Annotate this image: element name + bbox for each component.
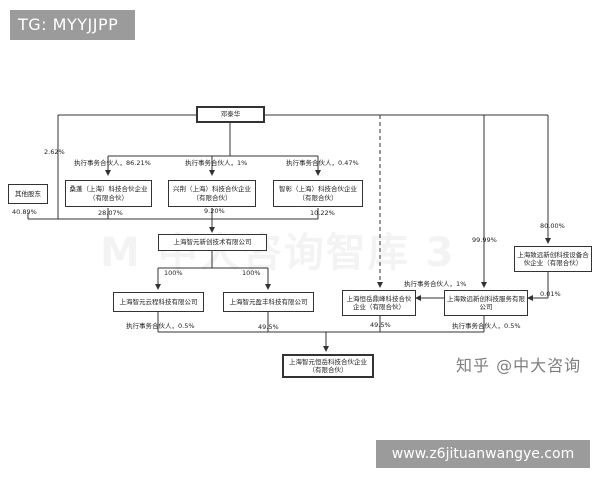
label-80-00: 80.00% bbox=[540, 222, 565, 230]
label-gp-hengyue: 执行事务合伙人，1% bbox=[404, 280, 467, 288]
node-hengyue: 上海恒岳鼎峰科技合伙企业（有限合伙） bbox=[342, 290, 416, 316]
label-gp-xingpeng: 执行事务合伙人，1% bbox=[185, 159, 248, 167]
node-zhiyan: 智彰（上海）科技合伙企业（有限合伙） bbox=[273, 180, 363, 207]
label-9-20: 9.20% bbox=[204, 207, 225, 215]
node-zhiyuan-svc: 上海致远新创科技服务有限公司 bbox=[444, 290, 528, 316]
top-tag-watermark: TG: MYYJJPP bbox=[10, 10, 135, 40]
label-10-22: 10.22% bbox=[310, 209, 335, 217]
node-zhiyuan-equip: 上海致远新创科技设备合伙企业（有限合伙） bbox=[514, 246, 592, 272]
url-watermark: www.z6jituanwangye.com bbox=[376, 440, 590, 468]
label-99-99: 99.99% bbox=[472, 236, 497, 244]
label-2-62: 2.62% bbox=[44, 148, 65, 156]
node-target: 上海智元恒岳科技合伙企业（有限合伙） bbox=[282, 354, 374, 378]
label-28-07: 28.07% bbox=[98, 209, 123, 217]
label-49-5-a: 49.5% bbox=[258, 323, 279, 331]
label-gp-svc: 执行事务合伙人，0.5% bbox=[452, 322, 521, 330]
node-sangpeng: 桑蓬（上海）科技合伙企业（有限合伙） bbox=[65, 180, 152, 207]
node-other-shareholders: 其他股东 bbox=[8, 184, 48, 204]
label-gp-yun: 执行事务合伙人，0.5% bbox=[126, 322, 195, 330]
zhihu-watermark: 知乎 @中大咨询 bbox=[456, 356, 582, 375]
label-40-89: 40.89% bbox=[12, 208, 37, 216]
label-100-b: 100% bbox=[242, 269, 261, 277]
node-zhiyuan-yun: 上海智元云程科技有限公司 bbox=[113, 292, 204, 312]
label-100-a: 100% bbox=[164, 269, 183, 277]
label-0-01: 0.01% bbox=[540, 290, 561, 298]
node-xingpeng: 兴荆（上海）科技合伙企业（有限合伙） bbox=[168, 180, 256, 207]
node-zhiyuan-tech: 上海智元新创技术有限公司 bbox=[158, 234, 267, 251]
node-zhiyuan-ying: 上海智元盈丰科技有限公司 bbox=[223, 292, 314, 312]
faint-watermark: M 中大咨询智库 3 bbox=[100, 220, 456, 278]
label-49-5-b: 49.5% bbox=[370, 321, 391, 329]
node-deng-taihua: 邓泰华 bbox=[196, 106, 265, 123]
label-gp-zhiyan: 执行事务合伙人，0.47% bbox=[286, 159, 359, 167]
label-gp-sangpeng: 执行事务合伙人，86.21% bbox=[74, 159, 151, 167]
